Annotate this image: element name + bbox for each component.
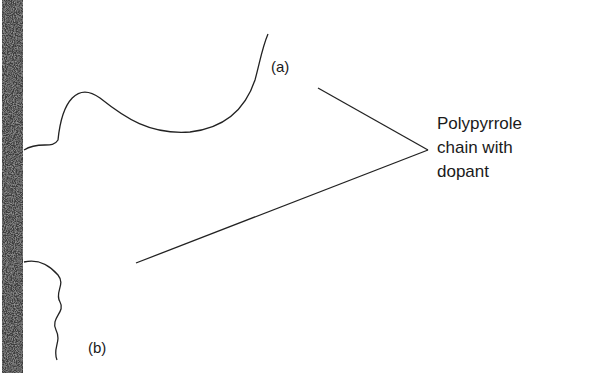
leader-line [136,150,428,263]
electrode-surface [2,0,23,373]
callout-label: Polypyrrole chain with dopant [437,112,549,184]
part-label: (a) [271,58,289,76]
polymer-chain-a [24,34,268,150]
part-label: (b) [88,339,106,357]
polymer-chain-b [24,261,61,360]
leader-line [318,88,428,150]
